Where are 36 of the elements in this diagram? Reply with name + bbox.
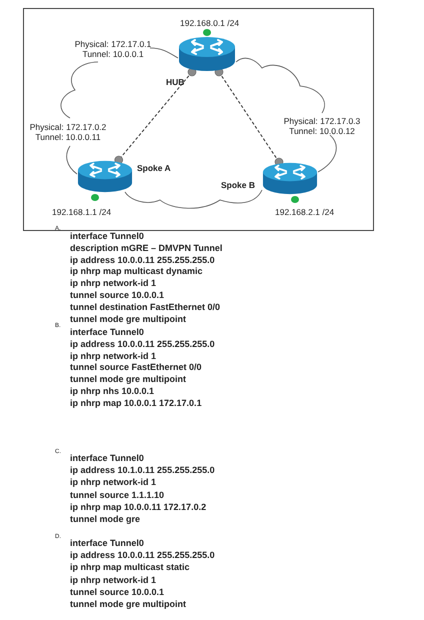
config-line: ip nhrp network-id 1	[70, 278, 156, 290]
config-line: ip nhrp map 10.0.0.1 172.17.0.1	[70, 398, 202, 409]
subnet-label: 192.168.0.1 /24	[180, 18, 240, 28]
config-line: ip address 10.1.0.11 255.255.255.0	[70, 465, 215, 476]
config-line: tunnel mode gre	[70, 514, 140, 525]
config-line: tunnel source 10.0.0.1	[70, 290, 164, 301]
config-line: description mGRE – DMVPN Tunnel	[70, 242, 222, 254]
config-line: tunnel source 1.1.1.10	[70, 490, 164, 501]
router-name: Spoke B	[221, 180, 256, 190]
config-line: tunnel destination FastEthernet 0/0	[70, 302, 220, 313]
config-line: tunnel mode gre multipoint	[70, 374, 186, 386]
config-line: ip nhrp map 10.0.0.11 172.17.0.2	[70, 502, 206, 513]
config-line: interface Tunnel0	[70, 327, 144, 338]
router-name: HUB	[166, 77, 184, 87]
address-label: Physical: 172.17.0.2 Tunnel: 10.0.0.11	[28, 122, 108, 142]
config-line: ip address 10.0.0.11 255.255.255.0	[70, 550, 215, 562]
config-line: ip address 10.0.0.11 255.255.255.0	[70, 254, 215, 266]
config-line: tunnel mode gre multipoint	[70, 314, 186, 325]
config-line: tunnel source FastEthernet 0/0	[70, 362, 202, 374]
config-line: ip nhrp network-id 1	[70, 350, 156, 362]
config-line: ip nhrp nhs 10.0.0.1	[70, 386, 154, 397]
config-line: interface Tunnel0	[70, 231, 144, 242]
config-line: ip nhrp network-id 1	[70, 477, 156, 488]
subnet-label: 192.168.1.1 /24	[52, 207, 112, 217]
router-name: Spoke A	[137, 163, 171, 173]
address-label: Physical: 172.17.0.1 Tunnel: 10.0.0.1	[74, 39, 152, 59]
subnet-label: 192.168.2.1 /24	[275, 207, 334, 217]
config-line: ip address 10.0.0.11 255.255.255.0	[70, 338, 215, 350]
config-line: ip nhrp map multicast dynamic	[70, 266, 203, 278]
config-line: tunnel mode gre multipoint	[70, 599, 186, 610]
config-line: interface Tunnel0	[70, 538, 144, 549]
config-line: ip nhrp network-id 1	[70, 574, 156, 586]
address-label: Physical: 172.17.0.3 Tunnel: 10.0.0.12	[282, 116, 362, 136]
config-line: interface Tunnel0	[70, 453, 144, 464]
config-line: ip nhrp map multicast static	[70, 562, 190, 574]
config-line: tunnel source 10.0.0.1	[70, 586, 164, 598]
